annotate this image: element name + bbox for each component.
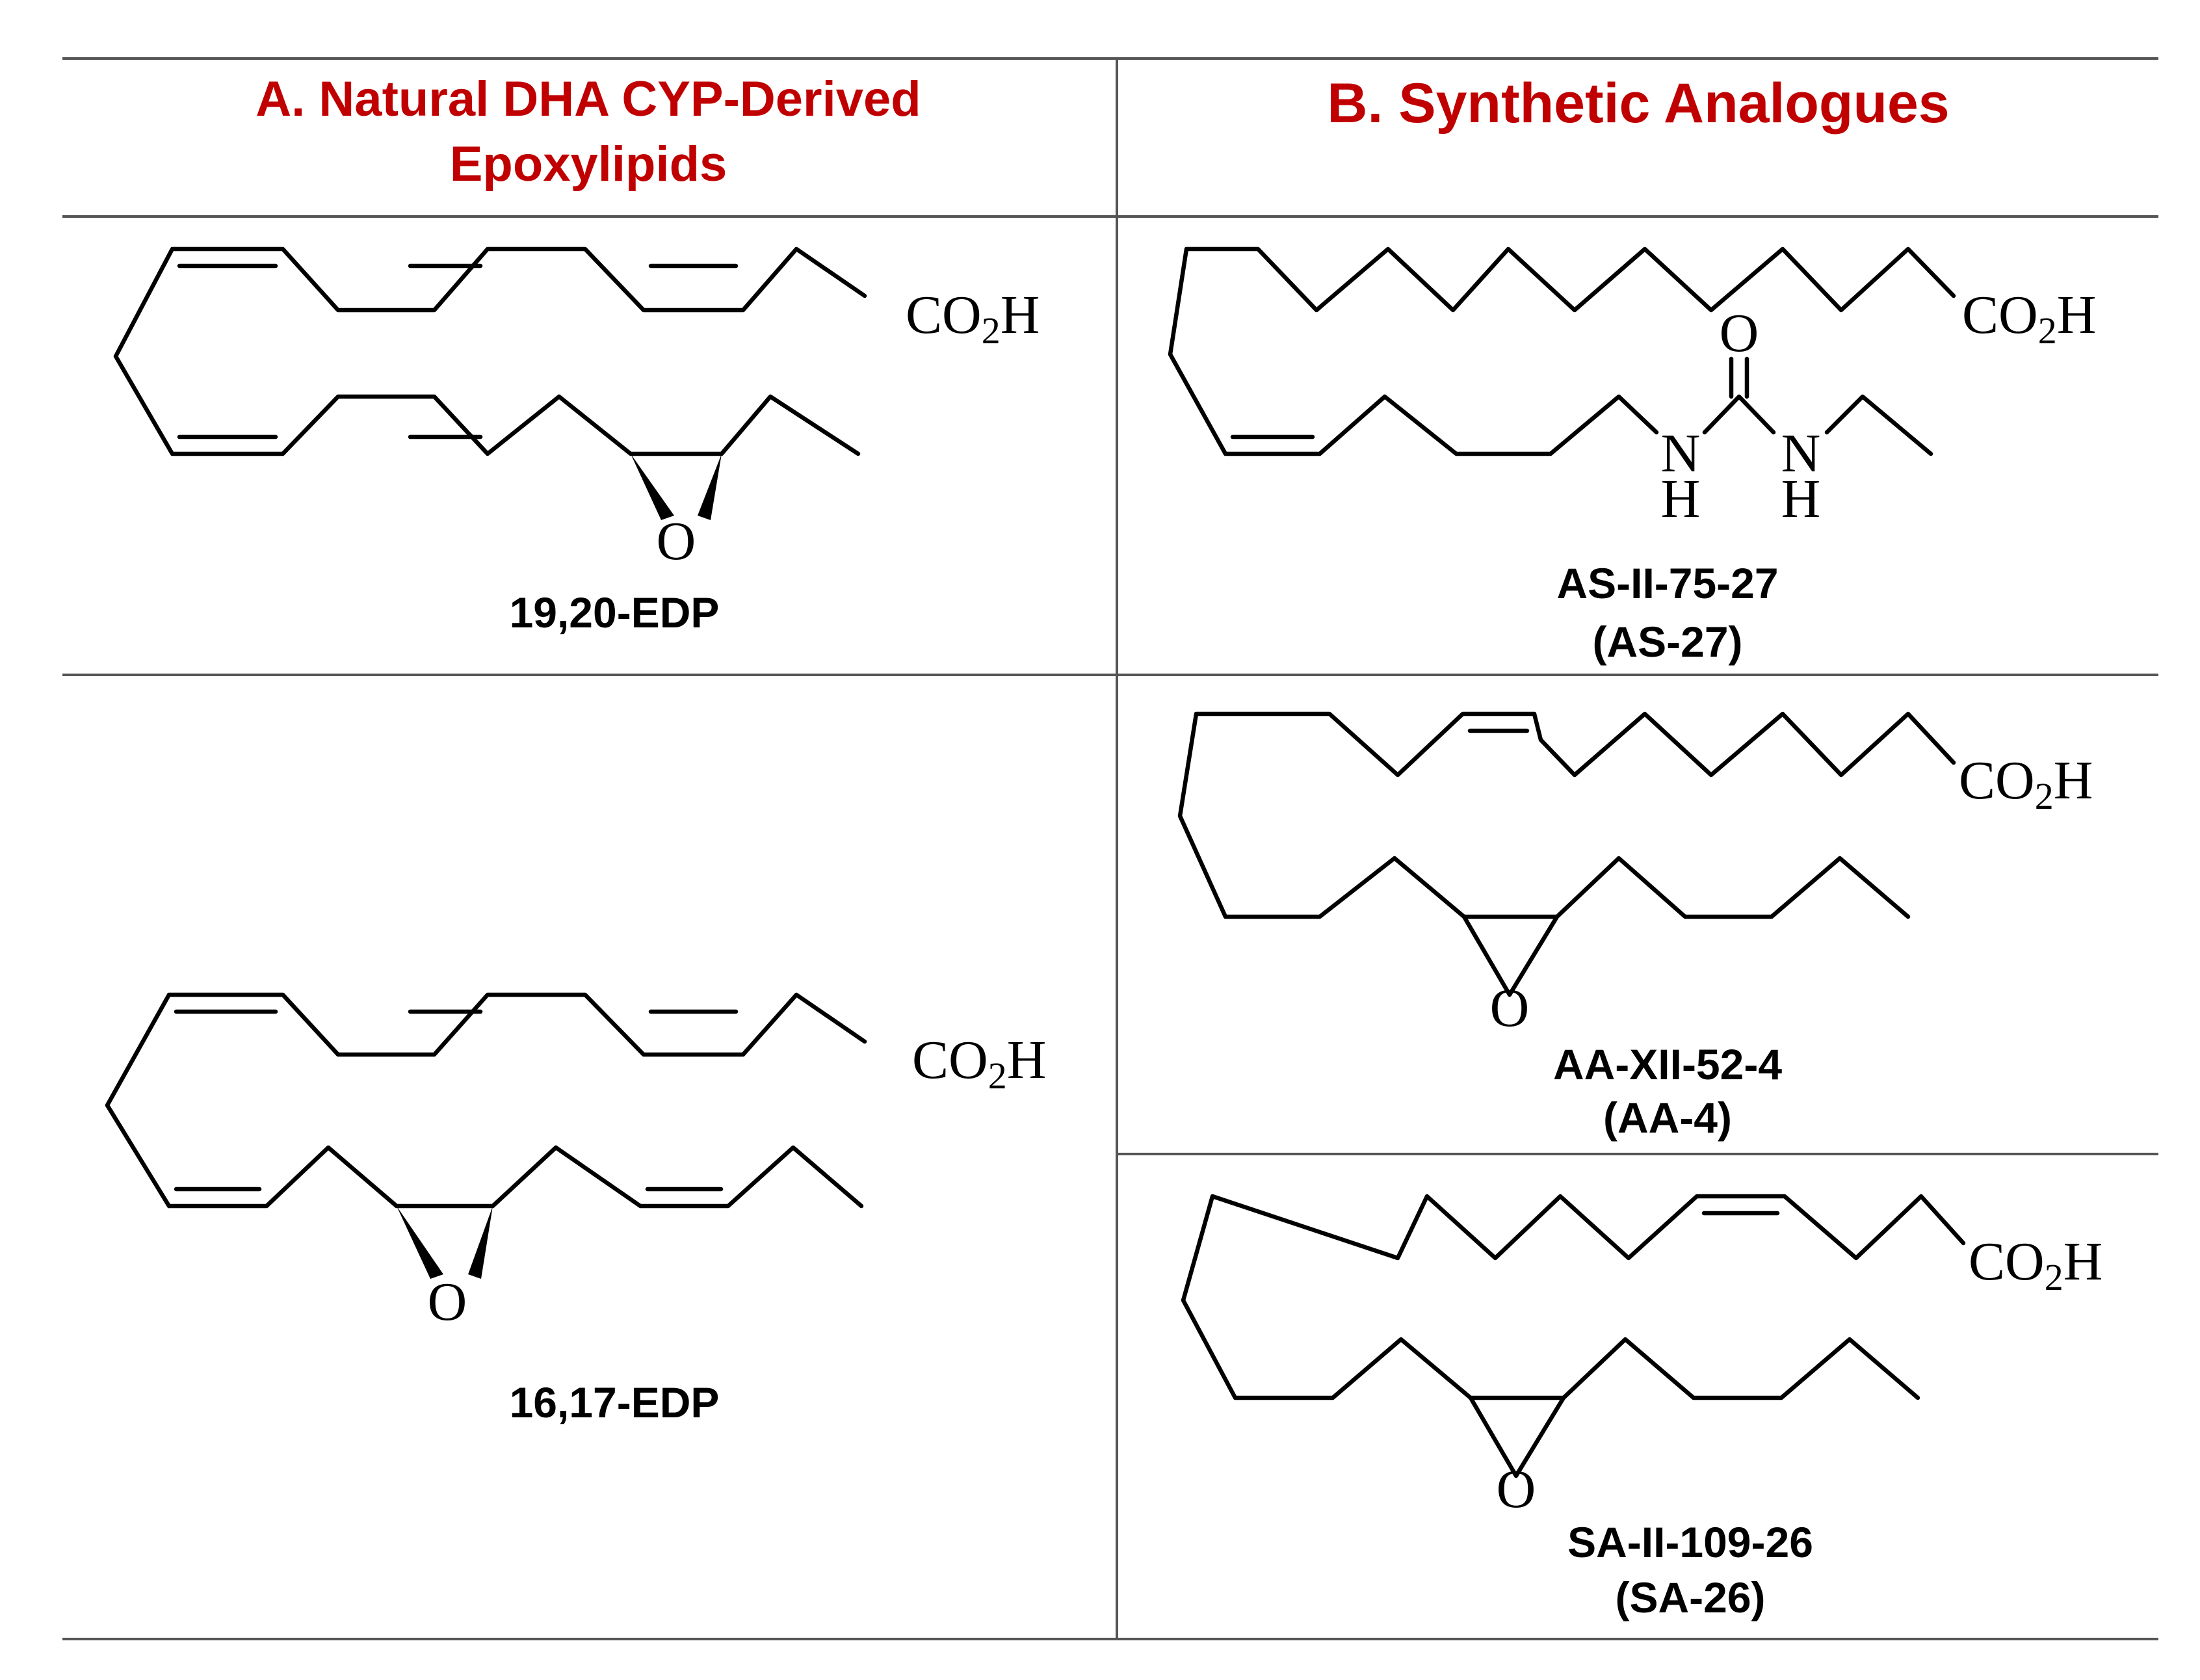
structure-16-17-edp: O CO2H 16,17-EDP bbox=[105, 992, 1046, 1426]
hydrogen-atom: H bbox=[1661, 469, 1701, 529]
oxygen-atom: O bbox=[657, 511, 696, 571]
compound-short-name-as-27: (AS-27) bbox=[1592, 618, 1742, 666]
header-synthetic: B. Synthetic Analogues bbox=[1327, 72, 1949, 135]
carboxylic-acid-group: CO2H bbox=[906, 285, 1040, 352]
carboxylic-acid-group: CO2H bbox=[1969, 1231, 2102, 1298]
compound-name-16-17-edp: 16,17-EDP bbox=[510, 1378, 720, 1426]
compound-name-19-20-edp: 19,20-EDP bbox=[510, 588, 720, 637]
structure-aa-4: O CO2H AA-XII-52-4 (AA-4) bbox=[1177, 711, 2093, 1142]
oxygen-atom: O bbox=[428, 1272, 467, 1332]
hydrogen-atom: H bbox=[1781, 469, 1821, 529]
compound-short-name-sa-26: (SA-26) bbox=[1615, 1573, 1765, 1621]
carboxylic-acid-group: CO2H bbox=[1959, 750, 2093, 817]
compound-short-name-aa-4: (AA-4) bbox=[1603, 1094, 1732, 1142]
header-natural-line2: Epoxylipids bbox=[450, 137, 727, 192]
carbonyl-oxygen-atom: O bbox=[1720, 303, 1759, 363]
structure-19-20-edp: O CO2H 19,20-EDP bbox=[113, 246, 1040, 637]
nitrogen-atom: N bbox=[1661, 423, 1701, 484]
oxygen-atom: O bbox=[1497, 1459, 1536, 1519]
carboxylic-acid-group: CO2H bbox=[1962, 285, 2096, 352]
table-grid bbox=[62, 57, 2158, 1640]
structure-as-27: O N H N H CO2H AS-II-75-27 (AS-27) bbox=[1168, 246, 2096, 666]
structure-sa-26: O CO2H SA-II-109-26 (SA-26) bbox=[1181, 1194, 2102, 1621]
header-natural-line1: A. Natural DHA CYP-Derived bbox=[255, 72, 921, 127]
carboxylic-acid-group: CO2H bbox=[912, 1030, 1046, 1097]
compound-name-as-27: AS-II-75-27 bbox=[1556, 559, 1778, 607]
oxygen-atom: O bbox=[1490, 978, 1530, 1038]
compound-name-aa-4: AA-XII-52-4 bbox=[1553, 1040, 1782, 1088]
nitrogen-atom: N bbox=[1781, 423, 1821, 484]
compound-name-sa-26: SA-II-109-26 bbox=[1567, 1518, 1813, 1566]
